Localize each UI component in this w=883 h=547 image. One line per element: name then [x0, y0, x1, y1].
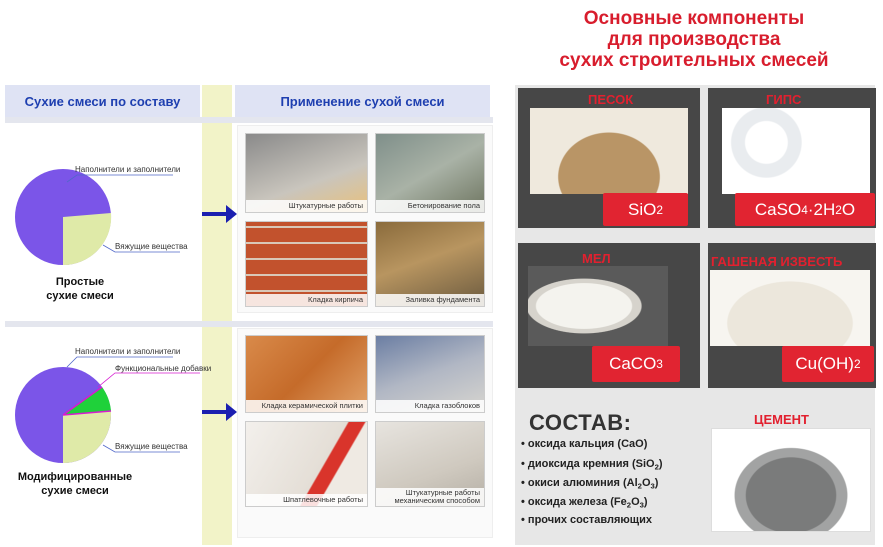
composition-item-text: оксида железа (Fe [527, 496, 627, 508]
photo-caption-line2: механическим способом [394, 496, 480, 505]
modified-additive-label: Функциональные добавки [115, 364, 212, 373]
modified-filler-label: Наполнители и заполнители [75, 347, 181, 356]
photo-caption: Кладка керамической плитки [246, 400, 367, 412]
composition-item-text: оксида кальция (CaO) [527, 438, 648, 450]
composition-item-text: O [641, 477, 651, 489]
composition-item-subscript: 2 [637, 481, 642, 491]
simple-filler-label: Наполнители и заполнители [75, 165, 181, 174]
photo-gas-block-laying: Кладка газоблоков [375, 335, 485, 413]
lime-label: ГАШЕНАЯ ИЗВЕСТЬ [711, 254, 843, 269]
sand-label: ПЕСОК [588, 92, 634, 107]
formula-text: ·2H [807, 199, 836, 219]
binder-slice [63, 415, 111, 463]
photo-caption: Кладка кирпича [246, 294, 367, 306]
composition-item-text: прочих составляющих [527, 514, 652, 526]
gypsum-image [722, 108, 870, 194]
composition-item: окиси алюминия (Al2O3) [521, 477, 659, 491]
modified-mix-title: Модифицированные сухие смеси [10, 470, 140, 498]
main-title: Основные компоненты для производства сух… [505, 8, 883, 71]
sand-image [530, 108, 688, 194]
simple-binder-label: Вяжущие вещества [115, 242, 188, 251]
photo-caption-line1: Штукатурные работы [405, 488, 480, 497]
additive-edge-top [62, 386, 103, 416]
separator-middle [5, 321, 493, 327]
modified-pie-leader-lines [66, 356, 200, 453]
composition-item-subscript: 2 [654, 462, 659, 472]
photo-mechanical-plastering: Штукатурные работы механическим способом [375, 421, 485, 507]
modified-mix-pie-chart [15, 367, 112, 463]
gypsum-label: ГИПС [766, 92, 802, 107]
photo-caption: Кладка газоблоков [376, 400, 484, 412]
photo-putty-work: Шпатлевочные работы [245, 421, 368, 507]
photo-floor-concreting: Бетонирование пола [375, 133, 485, 213]
lime-image [710, 270, 870, 346]
photo-caption: Шпатлевочные работы [246, 494, 367, 506]
photo-ceramic-tiling: Кладка керамической плитки [245, 335, 368, 413]
cement-image [711, 428, 871, 532]
formula-text: Cu(OH) [795, 354, 854, 373]
composition-item-text: O [631, 496, 640, 508]
formula-text: CaSO [754, 199, 802, 219]
application-header: Применение сухой смеси [235, 85, 490, 117]
formula-text: O [841, 199, 856, 219]
photo-caption: Бетонирование пола [376, 200, 484, 212]
composition-item: прочих составляющих [521, 514, 652, 526]
binder-slice-edge [63, 213, 112, 266]
composition-item-text: ) [643, 496, 648, 508]
simple-pie-leader-lines [66, 174, 180, 253]
formula-subscript: 2 [656, 202, 663, 217]
composition-item-text: ) [654, 477, 659, 489]
simple-mix-title-line2: сухие смеси [46, 290, 114, 302]
photo-brick-laying: Кладка кирпича [245, 221, 368, 307]
main-title-line2: для производства [607, 29, 781, 50]
chalk-label: МЕЛ [582, 251, 611, 266]
formula-text: CaCO [609, 354, 657, 373]
simple-mix-pie-chart [15, 169, 112, 266]
composition-item-subscript: 2 [626, 500, 632, 510]
modified-mix-title-line1: Модифицированные [17, 471, 133, 483]
formula-subscript: 2 [835, 202, 842, 217]
lime-formula: Cu(OH)2 [782, 346, 874, 382]
composition-item-text: окиси алюминия (Al [527, 477, 638, 489]
additive-edge-bottom [62, 410, 112, 416]
modified-mix-title-line2: сухие смеси [41, 485, 109, 497]
separator-top [5, 117, 493, 123]
composition-item-subscript: 3 [639, 500, 644, 510]
formula-text: SiO [628, 199, 657, 219]
photo-caption: Штукатурные работы механическим способом [376, 488, 484, 506]
formula-subscript: 4 [801, 202, 808, 217]
photo-caption: Заливка фундамента [376, 294, 484, 306]
composition-item-subscript: 3 [650, 481, 655, 491]
formula-subscript: 2 [853, 357, 861, 371]
photo-caption: Штукатурные работы [246, 200, 367, 212]
composition-header: Сухие смеси по составу [5, 85, 200, 117]
cement-label: ЦЕМЕНТ [754, 412, 809, 427]
divider-band [202, 85, 232, 545]
main-title-line1: Основные компоненты [583, 8, 805, 29]
main-title-line3: сухих строительных смесей [559, 50, 829, 71]
composition-title: СОСТАВ: [529, 410, 632, 435]
arrow-right-icon [202, 403, 237, 421]
arrow-right-icon [202, 205, 237, 223]
simple-mix-title: Простые сухие смеси [25, 275, 135, 303]
modified-binder-label: Вяжущие вещества [115, 442, 188, 451]
composition-item: оксида железа (Fe2O3) [521, 496, 648, 509]
formula-subscript: 3 [656, 357, 663, 371]
photo-foundation-pouring: Заливка фундамента [375, 221, 485, 307]
composition-item-text: диоксида кремния (SiO [527, 458, 655, 470]
photo-plastering: Штукатурные работы [245, 133, 368, 213]
additive-slice [63, 387, 111, 415]
chalk-image [528, 266, 668, 346]
simple-mix-title-line1: Простые [55, 276, 105, 288]
left-panel: Сухие смеси по составу Применение сухой … [5, 85, 493, 545]
composition-item: диоксида кремния (SiO2) [521, 458, 663, 471]
composition-item-text: ) [658, 458, 663, 470]
composition-item: оксида кальция (CaO) [521, 438, 647, 450]
